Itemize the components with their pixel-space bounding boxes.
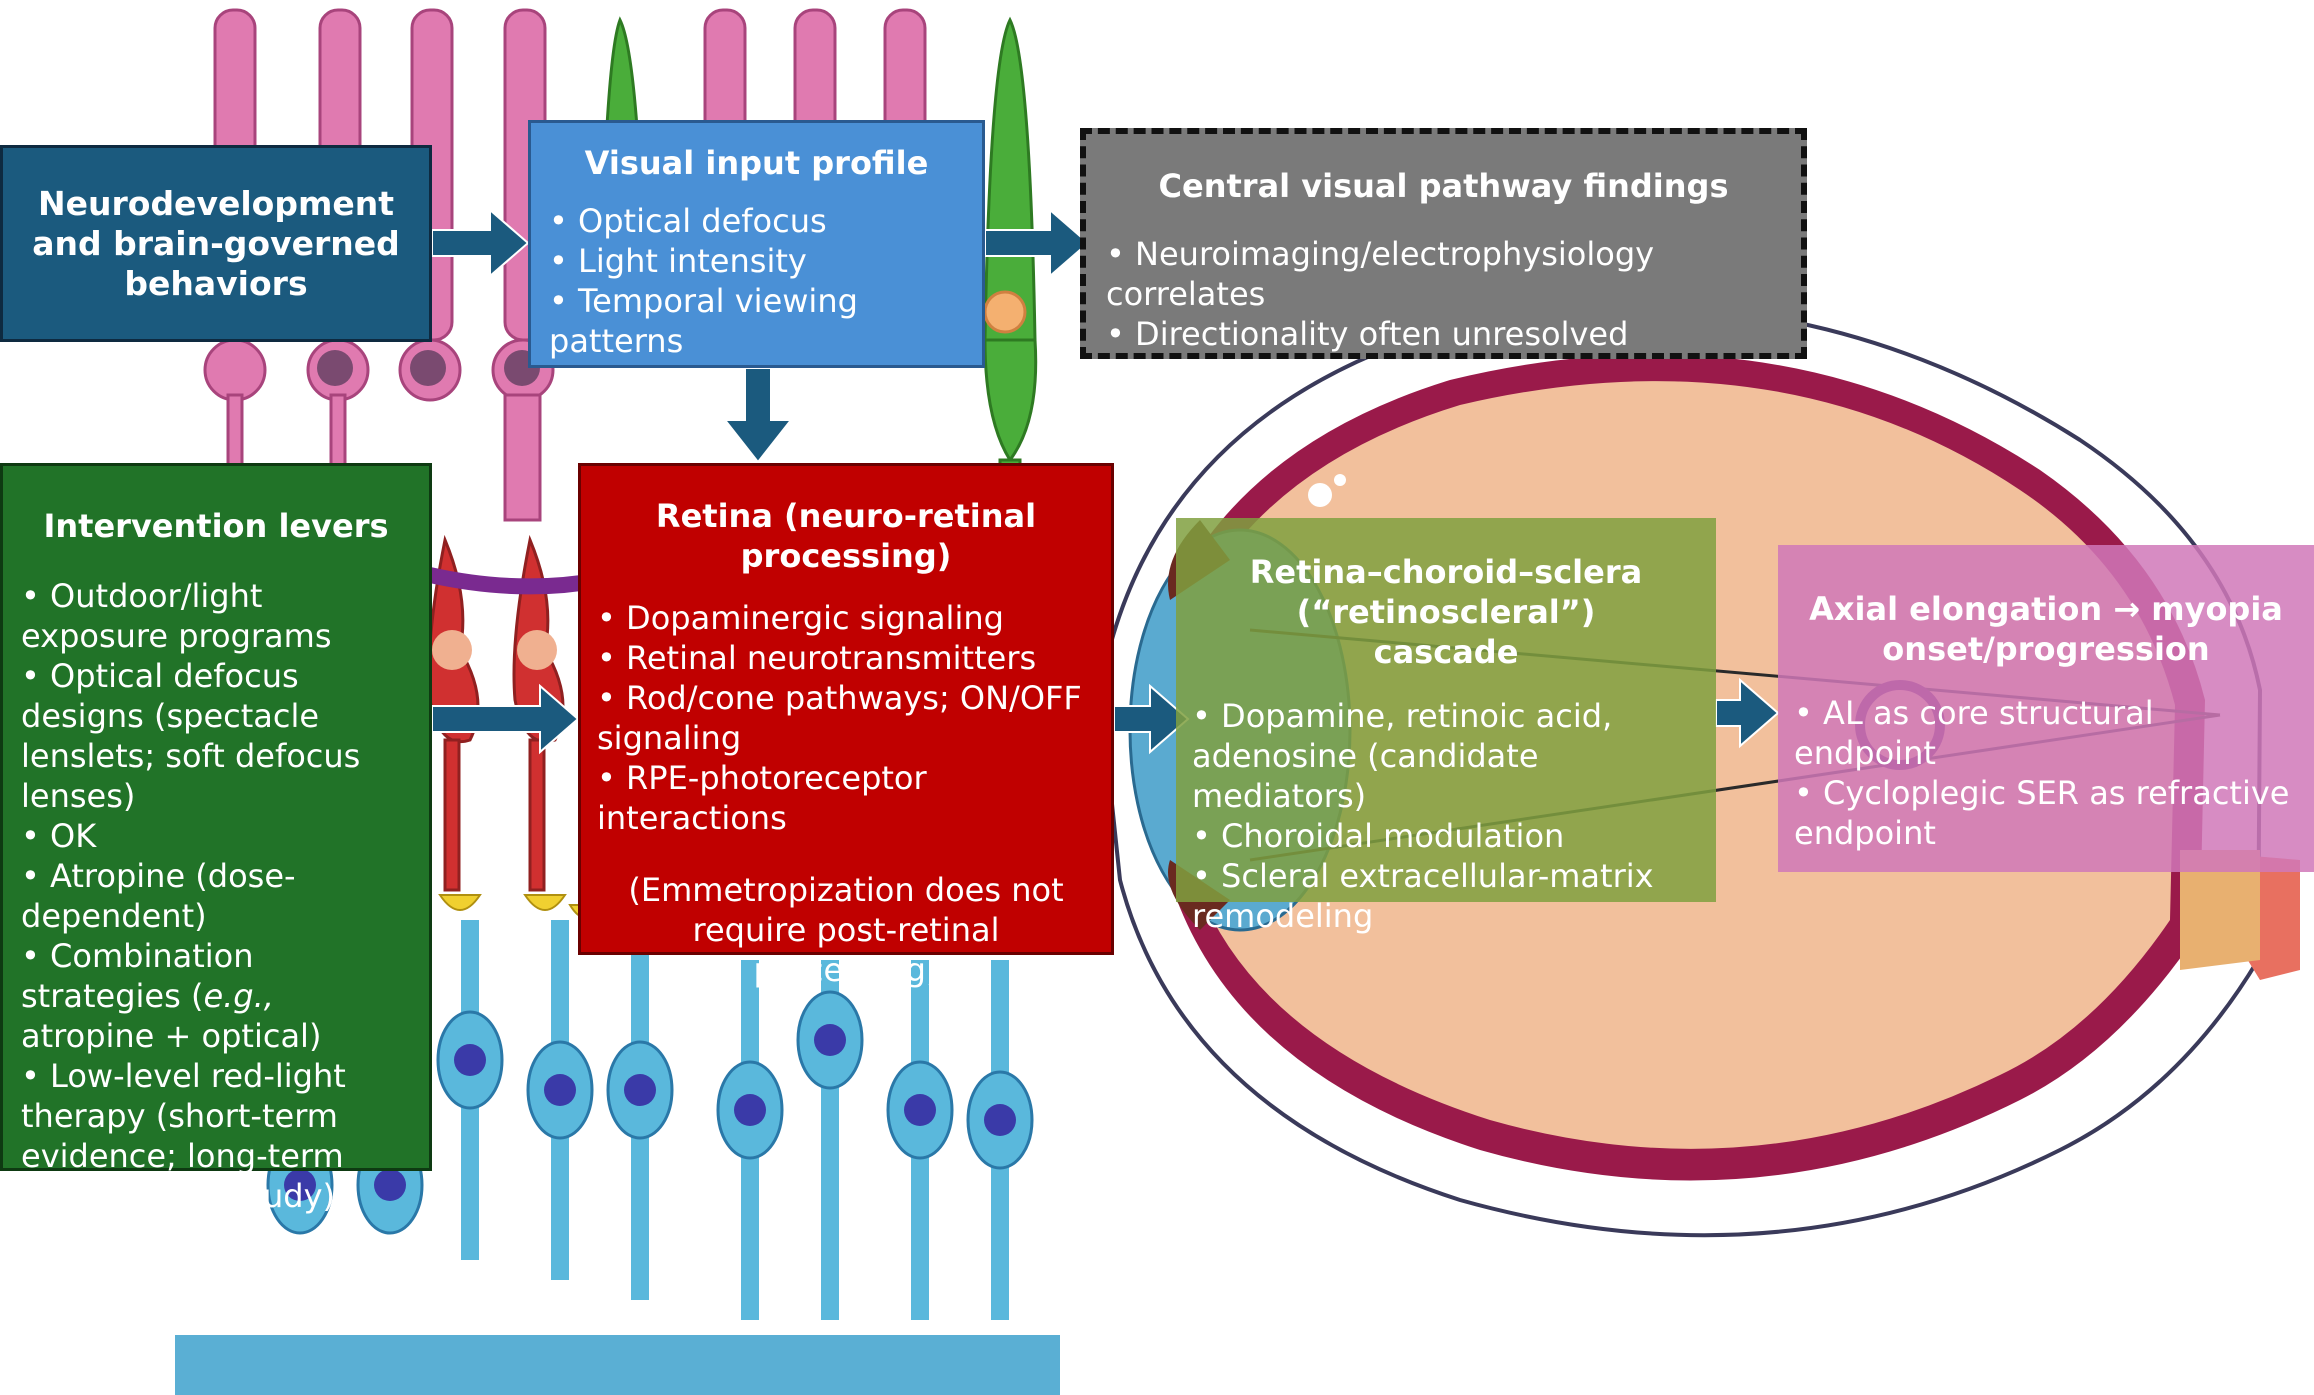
axial-elongation-title: Axial elongation → myopia onset/progress… bbox=[1809, 590, 2283, 668]
intervention-item: Optical defocus designs (spectacle lensl… bbox=[21, 656, 411, 816]
combination-text-pre: Combination strategies ( bbox=[21, 937, 254, 1015]
retina-item: RPE-photoreceptor interactions bbox=[597, 758, 1095, 838]
retina-base-layer bbox=[175, 1335, 1060, 1395]
retinoscleral-cascade-list: Dopamine, retinoic acid, adenosine (cand… bbox=[1192, 696, 1700, 936]
arrow-intervention-to-retina bbox=[431, 683, 580, 755]
combination-text-em: e.g., bbox=[203, 977, 274, 1015]
visual-input-title: Visual input profile bbox=[584, 144, 929, 182]
central-pathway-item: Neuroimaging/electrophysiology correlate… bbox=[1106, 234, 1781, 314]
visual-input-item: Optical defocus bbox=[549, 201, 964, 241]
visual-input-item: Light intensity bbox=[549, 241, 964, 281]
retina-item: Rod/cone pathways; ON/OFF signaling bbox=[597, 678, 1095, 758]
axial-item: Cycloplegic SER as refractive endpoint bbox=[1794, 773, 2298, 853]
retina-processing-list: Dopaminergic signaling Retinal neurotran… bbox=[597, 598, 1095, 838]
retinoscleral-cascade-box: Retina–choroid–sclera (“retinoscleral”) … bbox=[1176, 518, 1716, 935]
intervention-levers-title: Intervention levers bbox=[43, 507, 389, 545]
axial-elongation-list: AL as core structural endpoint Cyclopleg… bbox=[1794, 693, 2298, 853]
visual-input-item: Temporal viewing patterns bbox=[549, 281, 964, 361]
cascade-item: Dopamine, retinoic acid, adenosine (cand… bbox=[1192, 696, 1700, 816]
arrow-retina-to-cascade bbox=[1113, 683, 1190, 755]
retina-processing-box: Retina (neuro-retinal processing) Dopami… bbox=[578, 463, 1114, 989]
central-visual-pathway-title: Central visual pathway findings bbox=[1158, 167, 1729, 205]
retina-item: Retinal neurotransmitters bbox=[597, 638, 1095, 678]
intervention-item: OK bbox=[21, 816, 411, 856]
retina-emmetropization-note: (Emmetropization does not require post-r… bbox=[628, 871, 1064, 989]
cone-nucleus bbox=[983, 290, 1027, 334]
intervention-levers-list: Outdoor/light exposure programs Optical … bbox=[21, 576, 411, 1216]
arrow-visual-to-retina bbox=[722, 367, 794, 464]
combination-text-post: atropine + optical) bbox=[21, 1017, 322, 1055]
intervention-item: Atropine (dose-dependent) bbox=[21, 856, 411, 936]
intervention-item: Outdoor/light exposure programs bbox=[21, 576, 411, 656]
intervention-item-combination: Combination strategies (e.g., atropine +… bbox=[21, 936, 411, 1056]
cascade-item: Scleral extracellular-matrix remodeling bbox=[1192, 856, 1700, 936]
visual-input-list: Optical defocus Light intensity Temporal… bbox=[549, 201, 964, 361]
retina-item: Dopaminergic signaling bbox=[597, 598, 1095, 638]
retinoscleral-cascade-title: Retina–choroid–sclera (“retinoscleral”) … bbox=[1249, 553, 1643, 671]
neurodevelopment-title: Neurodevelopment and brain-governed beha… bbox=[32, 183, 400, 303]
central-visual-pathway-box: Central visual pathway findings Neuroima… bbox=[1080, 128, 1807, 359]
intervention-item: Low-level red-light therapy (short-term … bbox=[21, 1056, 411, 1216]
arrow-cascade-to-axial bbox=[1715, 677, 1780, 749]
retina-processing-title: Retina (neuro-retinal processing) bbox=[655, 497, 1037, 575]
neurodevelopment-box: Neurodevelopment and brain-governed beha… bbox=[0, 145, 432, 342]
central-pathway-item: Directionality often unresolved bbox=[1106, 314, 1781, 354]
central-visual-pathway-list: Neuroimaging/electrophysiology correlate… bbox=[1106, 234, 1781, 354]
visual-input-box: Visual input profile Optical defocus Lig… bbox=[528, 120, 985, 368]
arrow-neuro-to-visual bbox=[431, 207, 530, 279]
cascade-item: Choroidal modulation bbox=[1192, 816, 1700, 856]
axial-item: AL as core structural endpoint bbox=[1794, 693, 2298, 773]
intervention-levers-box: Intervention levers Outdoor/light exposu… bbox=[0, 463, 432, 1215]
arrow-visual-to-central bbox=[984, 207, 1090, 279]
axial-elongation-box: Axial elongation → myopia onset/progress… bbox=[1778, 545, 2314, 872]
